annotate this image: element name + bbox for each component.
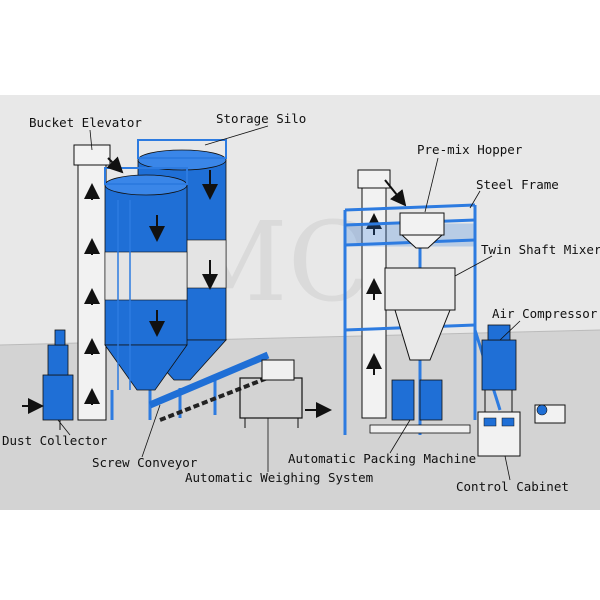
label-dust-collector: Dust Collector	[2, 433, 108, 448]
label-air-compressor: Air Compressor	[492, 306, 598, 321]
label-storage-silo: Storage Silo	[216, 111, 307, 126]
air-compressor	[534, 404, 566, 424]
premix-hopper	[399, 212, 445, 249]
label-automatic-packing-machine: Automatic Packing Machine	[288, 451, 477, 466]
bucket-elevator	[73, 144, 111, 421]
storage-silo-front	[104, 167, 218, 420]
leader-lines	[57, 125, 521, 481]
label-premix-hopper: Pre-mix Hopper	[417, 142, 523, 157]
label-automatic-weighing-system: Automatic Weighing System	[185, 470, 374, 485]
packing-machines	[369, 379, 471, 434]
automatic-weighing-system	[239, 359, 303, 428]
label-bucket-elevator: Bucket Elevator	[29, 115, 142, 130]
label-control-cabinet: Control Cabinet	[456, 479, 569, 494]
screw-conveyor	[148, 351, 276, 422]
bucket-elevator-right	[357, 169, 407, 419]
label-screw-conveyor: Screw Conveyor	[92, 455, 198, 470]
label-twin-shaft-mixer: Twin Shaft Mixer	[481, 242, 600, 257]
elevator-feed-arrow	[106, 156, 124, 174]
label-steel-frame: Steel Frame	[476, 177, 559, 192]
control-cabinet	[477, 411, 521, 457]
twin-shaft-mixer	[384, 267, 456, 361]
dust-collector	[42, 329, 74, 430]
